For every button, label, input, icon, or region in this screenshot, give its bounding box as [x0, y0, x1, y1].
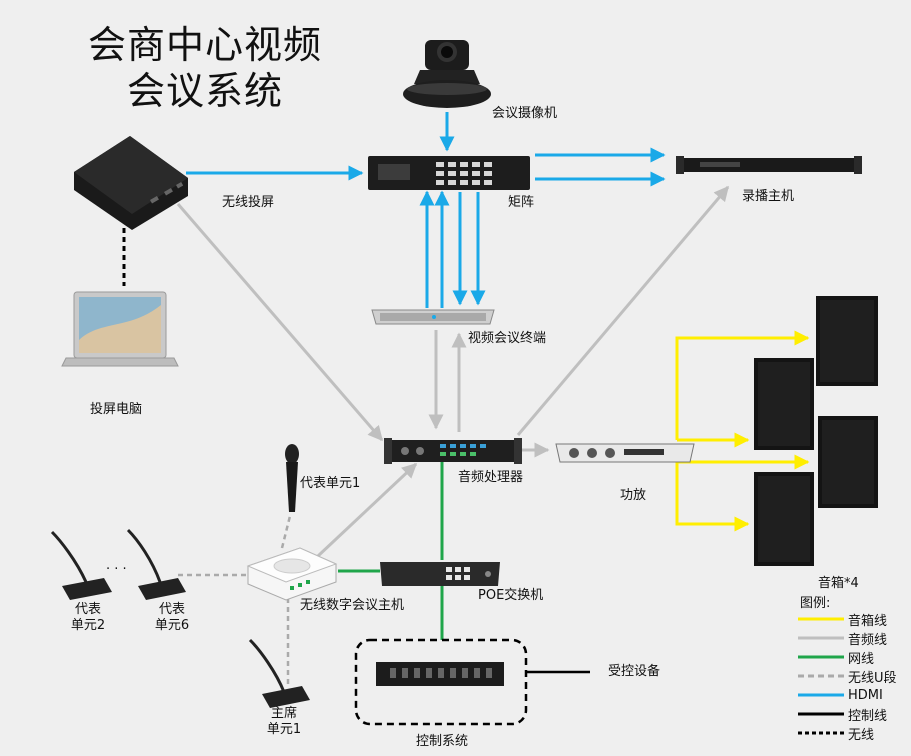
- title-line1: 会商中心视频: [87, 23, 322, 67]
- legend-item: HDMI: [798, 686, 883, 704]
- cast-pc-label: 投屏电脑: [90, 402, 143, 417]
- amplifier-icon: [555, 443, 695, 463]
- control-system-label: 控制系统: [416, 734, 469, 749]
- handheld-mic-icon: [285, 444, 299, 512]
- delegate-unit2-label: 代表 单元2: [70, 602, 106, 633]
- video-terminal-label: 视频会议终端: [468, 331, 547, 346]
- legend-swatch: [798, 712, 844, 716]
- title-line2: 会议系统: [126, 69, 283, 113]
- matrix-device-icon: [368, 156, 530, 190]
- wireless-host-label: 无线数字会议主机: [300, 598, 405, 613]
- control-system-boundary: [354, 638, 528, 726]
- delegate-unit6-label: 代表 单元6: [154, 602, 190, 633]
- audio-processor-to-recorder: [516, 185, 730, 436]
- legend-swatch: [798, 731, 844, 735]
- legend-item-label: 无线: [848, 727, 875, 743]
- legend-swatch: [798, 674, 844, 678]
- audio-processor-icon: [384, 438, 522, 464]
- matrix-label: 矩阵: [508, 195, 535, 210]
- video-terminal-icon: [371, 309, 495, 325]
- audio-host-to-processor: [316, 462, 418, 558]
- speakers-label: 音箱*4: [818, 576, 859, 591]
- speaker-icon-3: [818, 416, 878, 508]
- legend-item: 音频线: [798, 629, 888, 648]
- legend-item: 音箱线: [798, 610, 888, 629]
- amplifier-label: 功放: [620, 488, 647, 503]
- speaker-icon-2: [754, 358, 814, 450]
- unit-ellipsis: · · ·: [106, 562, 127, 577]
- legend-item: 无线: [798, 724, 875, 743]
- legend-item-label: 网线: [848, 651, 875, 667]
- recorder-device-icon: [676, 156, 862, 174]
- chair-unit1-icon: [248, 638, 310, 708]
- wireless-conference-host-icon: [246, 547, 338, 601]
- wireless-cast-box-icon: [74, 136, 188, 230]
- ptz-camera-icon: [403, 40, 491, 108]
- audio-processor-label: 音频处理器: [458, 470, 524, 485]
- legend-item: 网线: [798, 648, 875, 667]
- speaker-icon-1: [816, 296, 878, 386]
- audio-cast-to-processor: [176, 203, 384, 442]
- laptop-icon: [61, 291, 179, 367]
- diagram-title: 会商中心视频 会议系统: [70, 22, 340, 114]
- legend-item: 无线U段: [798, 667, 897, 686]
- spk-amp-bottom-route: [675, 462, 750, 532]
- legend-swatch: [798, 693, 844, 697]
- legend-item-label: 音频线: [848, 632, 888, 648]
- legend-swatch: [798, 655, 844, 659]
- wireless-cast-label: 无线投屏: [222, 195, 275, 210]
- poe-switch-label: POE交换机: [478, 588, 544, 603]
- legend-swatch: [798, 636, 844, 640]
- legend-item: 控制线: [798, 705, 888, 724]
- control-host-icon: [376, 662, 504, 686]
- speaker-icon-4: [754, 472, 814, 566]
- recorder-label: 录播主机: [742, 189, 795, 204]
- legend-item-label: 控制线: [848, 708, 888, 724]
- chair-unit1-label: 主席 单元1: [266, 706, 302, 737]
- legend-item-label: 音箱线: [848, 613, 888, 629]
- delegate-unit6-icon: [126, 528, 186, 600]
- controlled-devices-label: 受控设备: [608, 664, 661, 679]
- uhf-host-to-mic: [280, 515, 292, 549]
- camera-label: 会议摄像机: [492, 106, 558, 121]
- legend-item-label: HDMI: [848, 687, 883, 703]
- poe-switch-icon: [380, 562, 500, 586]
- connections: [122, 112, 810, 726]
- legend-title: 图例:: [800, 596, 831, 611]
- spk-amp-top-route: [675, 330, 810, 440]
- legend-item-label: 无线U段: [848, 670, 897, 686]
- legend-swatch: [798, 617, 844, 621]
- delegate-unit2-icon: [50, 530, 112, 600]
- delegate-unit1-label: 代表单元1: [300, 476, 361, 491]
